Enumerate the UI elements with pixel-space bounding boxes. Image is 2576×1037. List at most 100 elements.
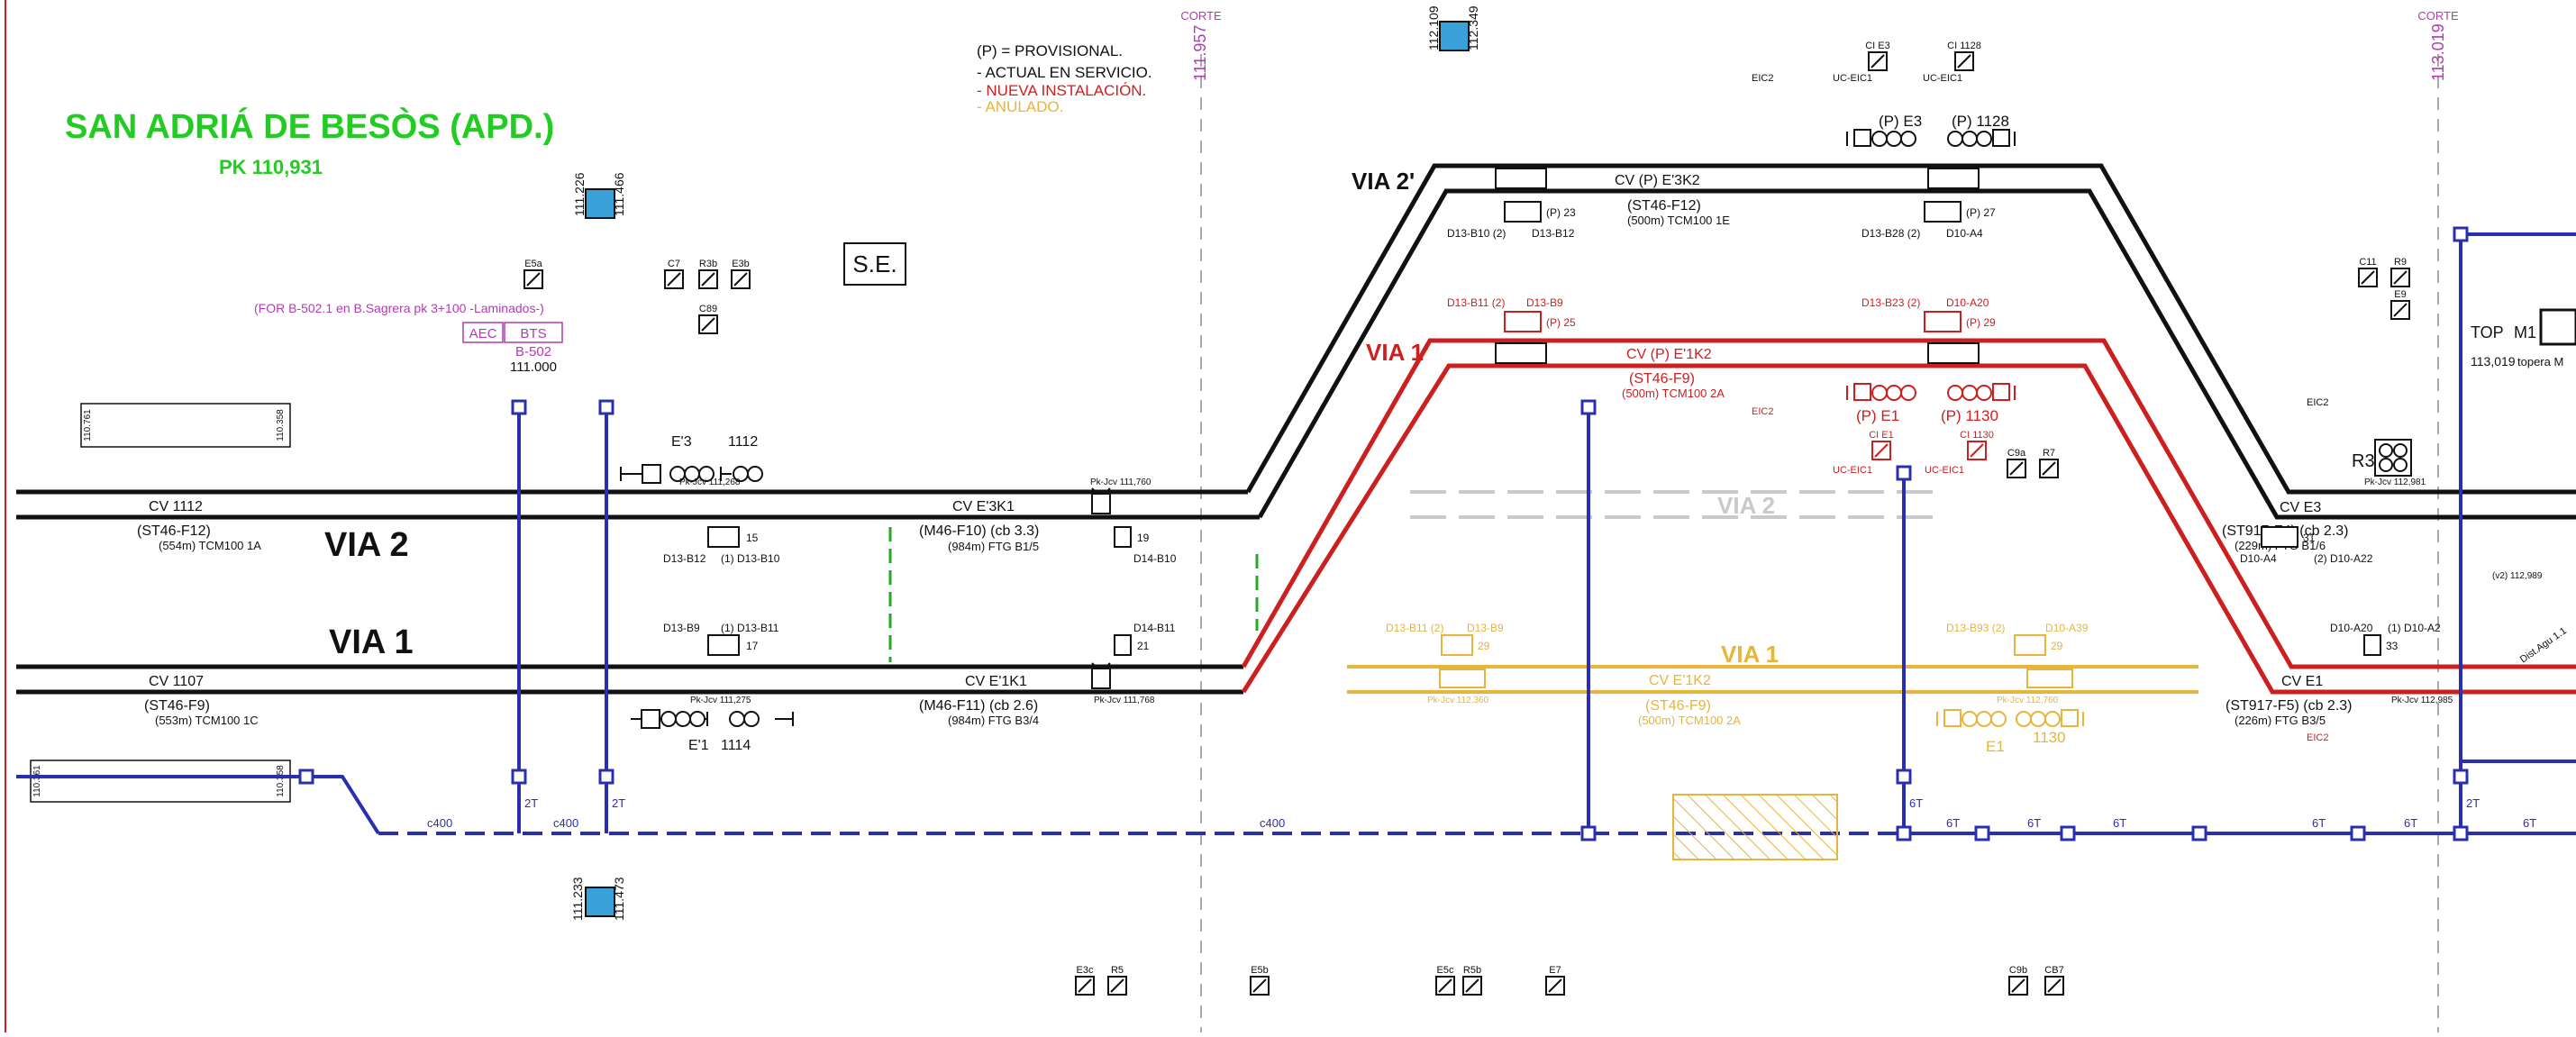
cabinet-c89-label: C89: [699, 304, 717, 314]
signal-pe3-label: (P) E3: [1879, 113, 1922, 130]
track-via2p: [1245, 163, 2576, 520]
det-p29-box: [1924, 311, 1962, 332]
det-y29b-box: [2014, 634, 2046, 656]
topera-box: [2539, 308, 2576, 346]
antenna-icons: [585, 21, 1470, 917]
det-p23: (P) 23: [1546, 206, 1576, 219]
signal-p1130-label: (P) 1130: [1941, 407, 1998, 424]
signal-r3-label: R3: [2352, 451, 2375, 471]
legend: (P) = PROVISIONAL. - ACTUAL EN SERVICIO.…: [977, 42, 1152, 115]
det-19-box: [1114, 526, 1132, 548]
pkjcv-8: Pk-Jcv 112,360: [1427, 696, 1489, 705]
cve3: CV E3: [2280, 500, 2321, 515]
det-17-a: D13-B9: [663, 622, 700, 634]
cabinet-c9b-slash: [2011, 978, 2025, 993]
eic-eic2b: EIC2: [2307, 397, 2328, 408]
corte-right-label: CORTE: [2417, 9, 2459, 23]
signal-1114-label: 1114: [721, 738, 751, 753]
cabinet-c9a-slash: [2009, 461, 2024, 476]
eic-uc1: UC-EIC1: [1833, 73, 1872, 84]
m1-label: M1: [2514, 323, 2536, 341]
c400-a: c400: [427, 816, 452, 830]
det-p27: (P) 27: [1966, 206, 1996, 219]
cve1k2y: CV E'1K2: [1649, 673, 1711, 688]
det-15-box: [707, 526, 740, 548]
cabinet-c1128-label: CI 1128: [1947, 41, 1981, 51]
cve3k1-spec: (M46-F10) (cb 3.3): [919, 523, 1039, 539]
track-via1-yellow: [1347, 665, 2198, 694]
det-15-b: (1) D13-B10: [721, 552, 780, 565]
bts-box: [504, 322, 563, 343]
pk-box-2-left: 110.361: [32, 765, 42, 797]
det-p25-box: [1504, 311, 1542, 332]
cabinet-r5b-slash: [1465, 978, 1479, 993]
signal-1130y-label: 1130: [2033, 729, 2066, 746]
cabinet-e5a-label: E5a: [524, 259, 542, 269]
cabinet-e5b-label: E5b: [1251, 965, 1269, 976]
det-33-box: [2363, 634, 2381, 656]
corte-right-pk: 113.019: [2429, 23, 2447, 81]
eic-eic2a: EIC2: [1752, 73, 1773, 84]
cabinet-r3b-slash: [701, 272, 715, 287]
t6-e: 6T: [2312, 816, 2326, 830]
cabinet-c1130-slash: [1970, 443, 1984, 458]
cv1107-len: (553m) TCM100 1C: [155, 714, 259, 727]
cabinet-ce3-label: CI E3: [1865, 41, 1890, 51]
signal-1112-label: 1112: [728, 434, 758, 450]
pk-box-1: [80, 403, 291, 448]
cv1112-spec: (ST46-F12): [137, 523, 211, 539]
eic-uc2: UC-EIC1: [1923, 73, 1962, 84]
det-17-box: [707, 634, 740, 656]
cabinet-e5b-slash: [1252, 978, 1267, 993]
cabinet-c7-label: C7: [668, 259, 680, 269]
det-p25-b: D13-B9: [1526, 296, 1563, 309]
cabinet-c7-slash: [667, 272, 681, 287]
det-33-a: D10-A20: [2330, 622, 2373, 634]
cabinet-cb7-label: CB7: [2044, 965, 2063, 976]
antenna-icon: [1439, 21, 1470, 51]
eic-uc4: UC-EIC1: [1925, 465, 1964, 476]
signal-1112: [720, 466, 763, 482]
det-p23-b: D13-B12: [1532, 227, 1575, 240]
se-box: [843, 242, 906, 286]
station-pk: PK 110,931: [219, 156, 323, 178]
c400-c: c400: [1260, 816, 1285, 830]
legend-anulado: - ANULADO.: [977, 98, 1063, 115]
cabinet-e7-slash: [1548, 978, 1562, 993]
track-via1p: [1241, 338, 2576, 695]
cabinet-r5b-label: R5b: [1463, 965, 1481, 976]
b502-pk: 111.000: [510, 359, 557, 375]
cve3k1: CV E'3K1: [952, 499, 1015, 514]
det-y29b-b: D10-A39: [2045, 622, 2089, 634]
t6-g: 6T: [2523, 816, 2536, 830]
det-21-box: [1114, 634, 1132, 656]
cv1107-spec: (ST46-F9): [144, 698, 210, 714]
t2-b: 2T: [612, 796, 625, 810]
det-21-a: D14-B11: [1133, 622, 1176, 634]
signal-e3p-label: E'3: [671, 434, 692, 450]
aec-box: [462, 322, 504, 343]
signal-e1p: [631, 709, 708, 729]
cabinet-c11-label: C11: [2359, 257, 2376, 268]
det-19: 19: [1137, 532, 1150, 544]
legend-nueva: - NUEVA INSTALACIÓN.: [977, 82, 1146, 99]
bts-label: BTS: [520, 326, 546, 341]
cabinet-e3b-slash: [733, 272, 748, 287]
cabinet-r9-slash: [2393, 270, 2408, 285]
cabinet-e3b-label: E3b: [732, 259, 750, 269]
pkjcv-7: Pk-Jcv 112,760: [1997, 696, 2059, 705]
top-pk: 113,019: [2471, 354, 2516, 368]
cabinet-c1128-slash: [1957, 54, 1971, 68]
cve1k2y-spec: (ST46-F9): [1645, 698, 1711, 714]
insulated-joints-y: [1439, 669, 2073, 688]
cabinet-r5-label: R5: [1111, 965, 1124, 976]
det-31-box: [2261, 526, 2298, 548]
pkjcv-6: Pk-Jcv 112,985: [2391, 696, 2453, 705]
det-19-a: D14-B10: [1133, 552, 1177, 565]
pk-box-2: [30, 760, 291, 803]
det-p29-a: D13-B23 (2): [1861, 296, 1920, 309]
det-31-a: D10-A4: [2240, 552, 2277, 565]
det-p29-b: D10-A20: [1946, 296, 1989, 309]
det-p27-b: D10-A4: [1946, 227, 1983, 240]
